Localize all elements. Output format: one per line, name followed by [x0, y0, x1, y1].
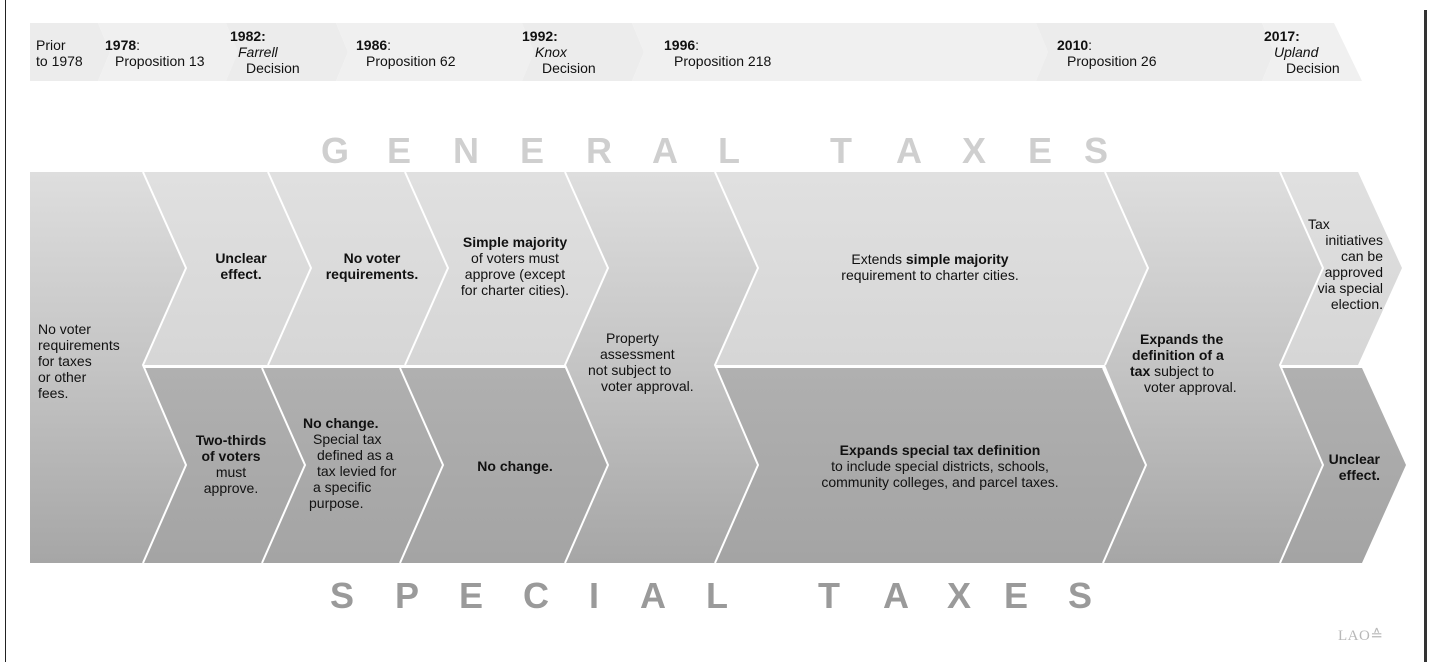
timeline-1982: 1982: Farrell Decision [230, 28, 300, 76]
cell-1982-special [262, 368, 443, 563]
text-1986-special: No change. [477, 458, 553, 474]
cell-1982-general [268, 172, 448, 365]
timeline-1996: 1996: Proposition 218 [664, 37, 772, 69]
timeline-1978: 1978: Proposition 13 [105, 37, 205, 69]
header-band [30, 23, 1362, 81]
text-2017-special: Unclear effect. [1328, 451, 1380, 483]
cell-1986-special [400, 368, 608, 563]
text-1992: Property assessment not subject to voter… [588, 330, 694, 394]
cell-1986-general [405, 172, 608, 365]
lao-logo: LAO≙ [1338, 628, 1384, 644]
cell-1992 [565, 172, 758, 563]
text-1982-special: No change. Special tax defined as a tax … [303, 415, 397, 511]
text-1996-general: Extends simple majority requirement to c… [841, 251, 1019, 283]
timeline-2010: 2010: Proposition 26 [1057, 37, 1157, 69]
right-border [1424, 10, 1427, 662]
timeline-1992: 1992: Knox Decision [522, 28, 596, 76]
text-2010: Expands the definition of a tax subject … [1130, 331, 1237, 395]
separators [141, 171, 1362, 564]
timeline-prior: Prior to 1978 [36, 37, 83, 69]
cell-1978-general [143, 172, 311, 365]
timeline-2017: 2017: Upland Decision [1264, 28, 1340, 76]
cell-1978-special [143, 368, 305, 563]
cell-2010 [1103, 172, 1323, 563]
text-1982-general: No voter requirements. [325, 250, 419, 282]
text-1978-general: Unclear effect. [215, 250, 267, 282]
text-1978-special: Two-thirds of voters must approve. [195, 432, 267, 496]
cell-2017-special [1280, 368, 1406, 563]
left-border [5, 0, 6, 662]
timeline-1986: 1986: Proposition 62 [356, 37, 456, 69]
cell-1996-general [715, 172, 1148, 365]
text-2017-general: Tax initiatives can be approved via spec… [1308, 216, 1383, 312]
text-prior: No voter requirements for taxes or other… [38, 321, 120, 401]
cell-1996-special [715, 368, 1146, 563]
text-1986-general: Simple majority of voters must approve (… [460, 234, 570, 298]
text-1996-special: Expands special tax definition to includ… [821, 442, 1059, 490]
cell-prior [30, 172, 186, 563]
cell-2017-general [1280, 172, 1402, 365]
